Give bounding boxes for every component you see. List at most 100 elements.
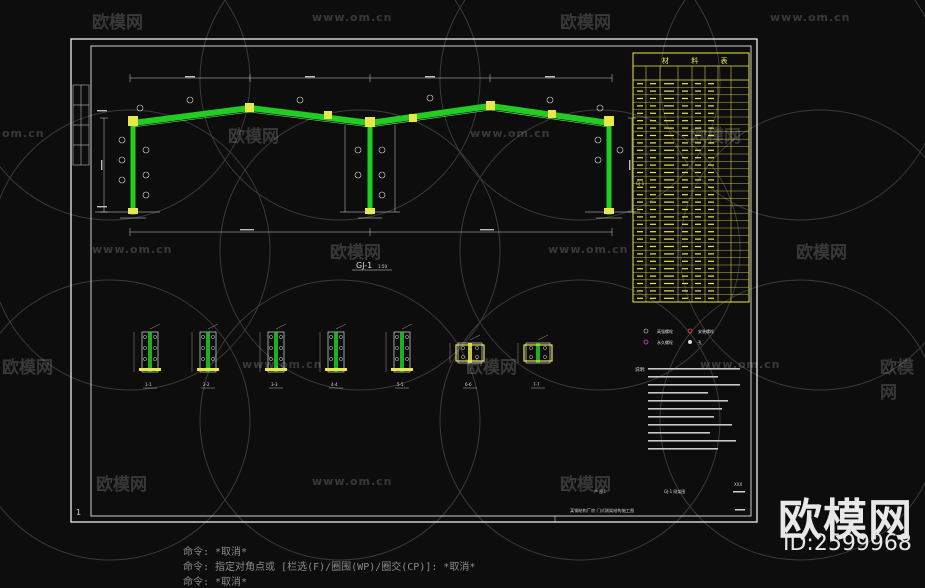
table-cell-mark [695, 275, 701, 277]
table-cell-mark [650, 208, 656, 211]
table-cell-mark [637, 231, 643, 233]
table-cell-mark [695, 297, 701, 299]
table-cell-mark [682, 268, 688, 270]
table-cell-mark [695, 164, 701, 166]
general-notes: 说明: [635, 366, 740, 450]
section-detail[interactable]: 7-7 [517, 334, 553, 389]
bolt-legend: 高强螺栓 安装螺栓 永久螺栓 孔 [643, 328, 714, 345]
watermark-url: www.om.cn [312, 475, 393, 488]
watermark-url: www.om.cn [770, 11, 851, 24]
table-cell-mark [682, 223, 688, 225]
table-cell-mark [708, 260, 714, 262]
section-details-row[interactable]: 1-1 2-2 3-3 4-4 5-5 6-6 7-7 [133, 323, 553, 389]
command-prompt-line[interactable]: 命令: 指定对角点或 [栏选(F)/圈围(WP)/圈交(CP)]: *取消* [183, 562, 476, 573]
table-cell-mark [637, 216, 643, 218]
table-cell-mark [637, 245, 643, 248]
table-cell-mark [708, 223, 714, 225]
table-cell-mark [695, 216, 701, 218]
table-cell-mark [695, 149, 701, 151]
command-history-line: 命令: *取消* [183, 577, 248, 588]
table-cell-mark [682, 238, 688, 240]
portal-frame-elevation[interactable]: GJ-1 1:50 [95, 74, 640, 271]
table-cell-mark [637, 149, 643, 151]
table-cell-mark [650, 223, 656, 225]
command-history-line: 命令: *取消* [183, 547, 248, 558]
table-cell-mark [695, 201, 701, 203]
section-detail[interactable]: 3-3 [259, 323, 287, 389]
table-cell-mark [650, 268, 656, 270]
table-cell-mark [637, 268, 643, 270]
table-cell-mark [708, 297, 714, 299]
table-cell-mark [664, 164, 674, 166]
table-cell-mark [708, 142, 714, 144]
table-cell-mark [682, 90, 688, 92]
section-detail-label: 7-7 [533, 382, 540, 387]
table-cell-mark [650, 97, 656, 100]
table-cell-mark [682, 97, 688, 100]
watermark-brand: 欧模网 [330, 243, 381, 263]
table-cell-mark [650, 149, 656, 151]
table-cell-mark [650, 105, 656, 107]
table-cell-mark [664, 297, 674, 299]
table-cell-mark [695, 90, 701, 92]
table-cell-mark [695, 157, 701, 159]
table-cell-mark [695, 223, 701, 225]
table-cell-mark [664, 186, 674, 188]
table-cell-mark [682, 208, 688, 211]
table-cell-mark [708, 157, 714, 159]
watermark-brand: 欧模网 [796, 243, 847, 263]
table-cell-mark [682, 134, 688, 137]
table-cell-mark [682, 231, 688, 233]
table-cell-mark [695, 282, 701, 285]
watermark-brand: 欧模网 [96, 475, 147, 495]
table-cell-mark [650, 260, 656, 262]
table-cell-mark [682, 201, 688, 203]
table-cell-mark [708, 83, 714, 85]
table-cell-mark [637, 238, 643, 240]
table-cell-mark [664, 171, 674, 174]
section-detail[interactable]: 2-2 [191, 323, 219, 389]
title-block-code: XXX [734, 482, 742, 487]
section-detail[interactable]: 6-6 [449, 334, 485, 389]
table-cell-mark [708, 238, 714, 240]
table-cell-mark [650, 201, 656, 203]
watermark-brand: 欧模网 [92, 13, 143, 33]
table-cell-mark [650, 290, 656, 292]
watermark-url: om.cn [2, 127, 45, 140]
table-cell-mark [650, 282, 656, 285]
connection-joints [128, 101, 614, 214]
table-cell-mark [637, 142, 643, 144]
table-cell-mark [695, 253, 701, 255]
section-detail[interactable]: 4-4 [319, 323, 347, 389]
table-cell-mark [708, 253, 714, 255]
title-block-drawing-title: GJ-1 刚架图 [664, 488, 685, 494]
bottom-note: 户 图1 [594, 488, 606, 494]
watermark-url: www.om.cn [92, 243, 173, 256]
watermark-brand: 欧模网 [880, 358, 914, 403]
material-table-header: 材 料 表 [662, 56, 737, 65]
table-cell-mark [682, 186, 688, 188]
binding-strip [72, 84, 90, 166]
legend-label-2: 安装螺栓 [698, 328, 714, 334]
section-detail-label: 5-5 [397, 382, 404, 387]
table-cell-mark [664, 105, 674, 107]
table-cell-mark [664, 238, 674, 240]
section-detail[interactable]: 5-5 [385, 323, 413, 389]
table-cell-mark [664, 231, 674, 233]
section-detail-label: 4-4 [331, 382, 338, 387]
table-cell-mark [664, 282, 674, 285]
watermark-brand: 欧模网 [466, 358, 517, 378]
material-table[interactable]: 材 料 表 GJ-1 [632, 52, 750, 303]
table-cell-mark [664, 120, 674, 122]
table-cell-mark [637, 171, 643, 174]
table-cell-mark [637, 97, 643, 100]
table-cell-mark [664, 260, 674, 262]
sheet-number: 1 [76, 508, 82, 517]
table-cell-mark [708, 275, 714, 277]
table-cell-mark [637, 105, 643, 107]
table-cell-mark [695, 83, 701, 85]
table-cell-mark [637, 282, 643, 285]
section-detail[interactable]: 1-1 [133, 323, 161, 389]
table-cell-mark [637, 164, 643, 166]
